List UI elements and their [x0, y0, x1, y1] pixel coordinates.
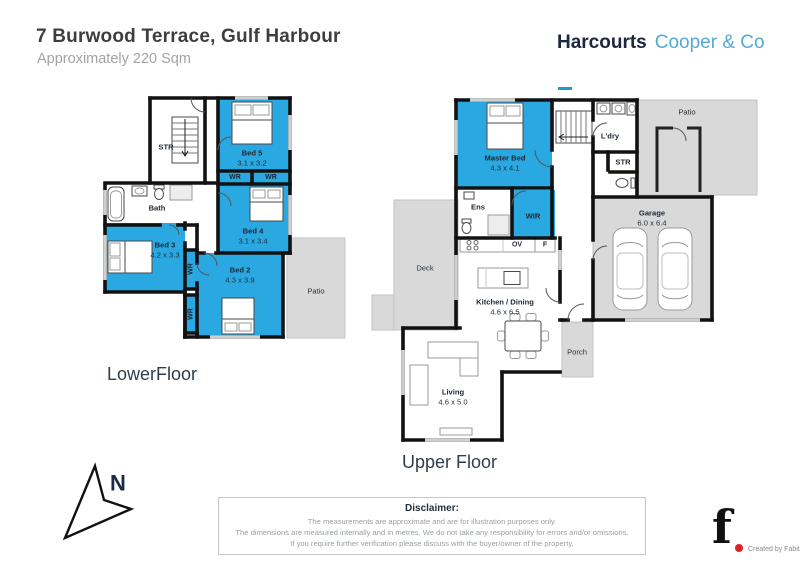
label-wr-a: WR: [229, 174, 241, 181]
label-wir: WIR: [526, 212, 541, 221]
stairs-icon: [171, 116, 199, 164]
lower-labels: STR Bed 5 3.1 x 3.2 WR WR Bath Bed 4 3.1…: [149, 143, 325, 320]
label-ldry: L'dry: [601, 132, 620, 141]
fabit-glyph: f: [712, 500, 732, 554]
shower-icon-ens: [487, 214, 510, 236]
label-bed5-name: Bed 5: [242, 149, 263, 158]
label-bed3-dims: 4.2 x 3.3: [150, 251, 179, 260]
fabit-credit-label: Created by Fabit: [748, 546, 800, 553]
upper-furniture: [409, 101, 693, 436]
label-deck: Deck: [416, 264, 434, 273]
label-ens: Ens: [471, 203, 485, 212]
page-subtitle: Approximately 220 Sqm: [37, 51, 191, 67]
label-bed2-dims: 4.3 x 3.9: [225, 276, 254, 285]
label-living-name: Living: [442, 388, 465, 397]
washer-icons: [596, 101, 638, 116]
label-bed4-dims: 3.1 x 3.4: [238, 237, 267, 246]
label-wr-b: WR: [265, 174, 277, 181]
bed-icon-master: [486, 102, 524, 150]
disclaimer-box: Disclaimer: The measurements are approxi…: [218, 497, 646, 555]
room-wr-a: [218, 171, 252, 184]
label-bath: Bath: [149, 204, 166, 213]
kitchen-island: [477, 267, 529, 289]
label-porch: Porch: [567, 348, 587, 357]
label-upper-str: STR: [615, 158, 631, 167]
kitchen-counter: [459, 237, 556, 253]
label-bed3-name: Bed 3: [155, 241, 176, 250]
upper-outdoor-areas: [371, 99, 758, 378]
label-garage-dims: 6.0 x 6.4: [637, 219, 666, 228]
label-upper-patio: Patio: [678, 108, 695, 117]
bathtub-icon: [107, 186, 125, 222]
fabit-red-dot: [735, 544, 743, 552]
label-living-dims: 4.6 x 5.0: [438, 398, 467, 407]
tv-unit-icon: [439, 427, 473, 436]
label-garage-name: Garage: [639, 209, 665, 218]
north-arrow-shape: [62, 462, 135, 541]
label-str: STR: [158, 143, 174, 152]
patio-entry-outline: [655, 126, 702, 192]
lower-floor-title: LowerFloor: [107, 364, 198, 384]
label-kitchen-name: Kitchen / Dining: [476, 298, 534, 307]
label-master-dims: 4.3 x 4.1: [490, 164, 519, 173]
lower-door-arcs: [168, 97, 232, 276]
deck-area: [393, 199, 459, 331]
label-lower-patio: Patio: [307, 287, 324, 296]
lower-windows: [103, 96, 292, 339]
room-wr-c: [185, 250, 197, 289]
lower-furniture: [107, 101, 284, 335]
label-bed5-dims: 3.1 x 3.2: [237, 159, 266, 168]
porch-area: [561, 321, 594, 378]
label-fridge: F: [543, 242, 548, 249]
label-wr-c: WR: [188, 263, 195, 275]
label-bed2-name: Bed 2: [230, 266, 251, 275]
toilet-icon: [153, 184, 165, 200]
bed-icon-bed3: [107, 240, 153, 274]
toilet-icon-wc: [615, 177, 636, 189]
label-oven: OV: [512, 242, 522, 249]
upper-floor-plan: Master Bed 4.3 x 4.1 L'dry STR Patio Ens…: [371, 98, 758, 442]
disclaimer-line-1: The measurements are approximate and are…: [307, 517, 557, 526]
stairs-icon-upper: [555, 110, 593, 144]
disclaimer-line-2: The dimensions are measured internally a…: [235, 528, 629, 537]
lower-patio-area: [286, 237, 346, 339]
upper-door-arcs: [511, 122, 608, 321]
room-wr-d: [185, 295, 197, 333]
dining-table-icon: [497, 313, 549, 359]
fabit-logo: f Created by Fabit: [706, 500, 800, 559]
page-title: 7 Burwood Terrace, Gulf Harbour: [36, 26, 341, 47]
disclaimer-line-3: If you require further verification plea…: [290, 539, 574, 548]
brand-secondary: Cooper & Co: [654, 32, 765, 53]
room-wr-b: [252, 171, 290, 184]
car-icons: [612, 227, 693, 311]
label-wr-d: WR: [188, 308, 195, 320]
label-master-name: Master Bed: [485, 154, 526, 163]
ensuite-fixtures: [461, 191, 510, 236]
label-bed4-name: Bed 4: [243, 227, 264, 236]
bed-icon-bed2: [221, 297, 255, 335]
brand-primary: Harcourts: [557, 32, 647, 53]
bed-icon-bed5: [231, 101, 273, 145]
label-kitchen-dims: 4.6 x 6.5: [490, 308, 519, 317]
north-label: N: [110, 471, 126, 496]
upper-floor-title: Upper Floor: [402, 452, 498, 472]
lower-floor-plan: STR Bed 5 3.1 x 3.2 WR WR Bath Bed 4 3.1…: [103, 96, 346, 339]
bed-icon-bed4: [249, 186, 284, 222]
shower-icon: [169, 184, 193, 201]
disclaimer-title: Disclaimer:: [405, 503, 459, 514]
deck-extension: [371, 294, 395, 331]
upper-windows: [401, 98, 700, 442]
upper-labels: Master Bed 4.3 x 4.1 L'dry STR Patio Ens…: [416, 108, 695, 407]
harcourts-logo: Harcourts Cooper & Co: [557, 32, 765, 90]
room-wir: [512, 190, 555, 238]
sofa-icons: [409, 341, 479, 436]
north-arrow: N: [62, 462, 135, 541]
sink-icon: [131, 185, 148, 197]
brand-underline-mark: [558, 87, 572, 90]
